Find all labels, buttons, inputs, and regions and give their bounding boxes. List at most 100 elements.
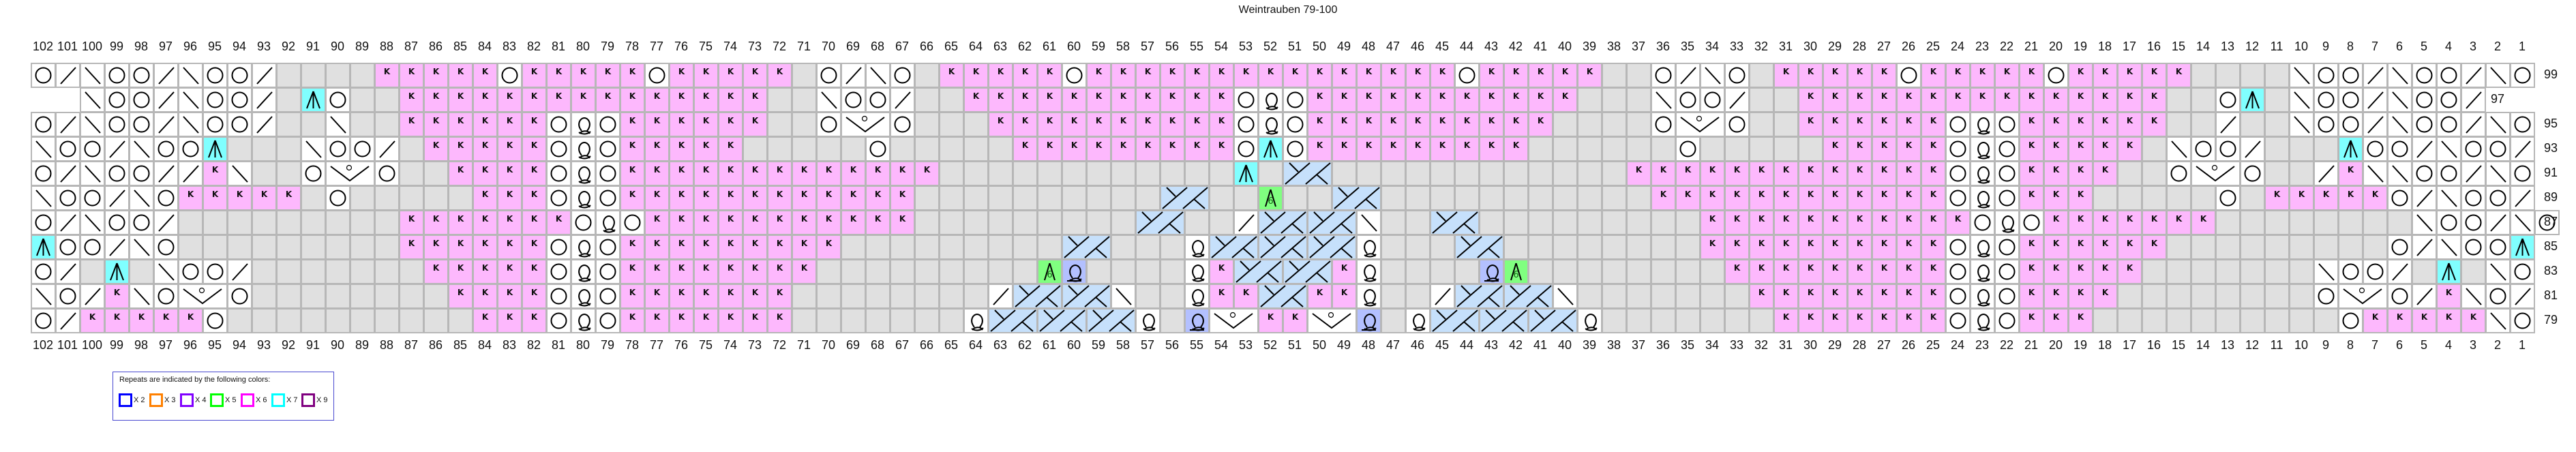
stitch-cell-purl: K [1307, 112, 1332, 137]
column-number-top: 7 [2371, 40, 2378, 53]
stitch-cell-purl: K [718, 210, 743, 235]
stitch-cell-yarn-over [2215, 185, 2241, 211]
stitch-cell-yarn-over [104, 161, 130, 186]
stitch-cell-yarn-over [153, 185, 179, 211]
stitch-cell-purl: K [1062, 87, 1087, 112]
no-stitch-cell [1773, 136, 1799, 162]
stitch-cell-purl: K [1773, 210, 1799, 235]
row-number: 83 [2543, 264, 2558, 277]
stitch-cell-yarn-over [546, 185, 571, 211]
stitch-cell-purl: K [2068, 284, 2093, 309]
column-number-bottom: 72 [772, 338, 787, 352]
stitch-cell-purl: K [1921, 112, 1946, 137]
stitch-cell-purl: K [2019, 112, 2044, 137]
stitch-cell-purl: K [1921, 308, 1946, 333]
purl-label: K [2052, 288, 2060, 297]
purl-label: K [727, 190, 734, 199]
purl-label: K [629, 190, 636, 199]
stitch-cell-purl: K [743, 87, 768, 112]
stitch-cell-ssk [816, 87, 841, 112]
purl-label: K [1341, 263, 1348, 273]
purl-label: K [2445, 288, 2453, 297]
stitch-cell-twisted-knit [1970, 284, 1995, 309]
column-number-top: 27 [1876, 40, 1891, 53]
no-stitch-cell [1503, 210, 1529, 235]
stitch-cell-purl: K [1381, 87, 1406, 112]
column-number-top: 2 [2493, 40, 2501, 53]
purl-label: K [432, 263, 440, 273]
stitch-cell-purl: K [1921, 185, 1946, 211]
stitch-cell-purl: K [1111, 136, 1136, 162]
no-stitch-cell [1135, 235, 1160, 260]
purl-label: K [1488, 91, 1495, 101]
no-stitch-cell [301, 63, 326, 88]
stitch-cell-purl: K [1086, 63, 1111, 88]
stitch-cell-yarn-over [2313, 87, 2339, 112]
column-number-bottom: 37 [1631, 338, 1646, 352]
stitch-cell-k2tog [80, 284, 105, 309]
purl-label: K [457, 140, 464, 150]
stitch-cell-purl: K [1700, 185, 1725, 211]
decrease-count-label: 6 [1047, 270, 1053, 280]
stitch-cell-yarn-over [350, 136, 375, 162]
purl-label: K [481, 190, 489, 199]
purl-label: K [850, 190, 857, 199]
no-stitch-cell [1430, 235, 1455, 260]
stitch-cell-purl: K [1921, 136, 1946, 162]
purl-label: K [2175, 67, 2183, 76]
no-stitch-cell [301, 185, 326, 211]
purl-label: K [1267, 312, 1274, 322]
stitch-cell-ssk [80, 161, 105, 186]
stitch-cell-purl: K [963, 87, 989, 112]
stitch-cell-purl: K [2117, 63, 2142, 88]
stitch-cell-purl: K [1651, 161, 1676, 186]
no-stitch-cell [2264, 235, 2290, 260]
purl-label: K [1930, 165, 1937, 175]
stitch-cell-yarn-over [2338, 308, 2363, 333]
stitch-cell-purl: K [1847, 87, 1872, 112]
column-number-top: 79 [600, 40, 615, 53]
stitch-cell-purl: K [914, 161, 940, 186]
purl-label: K [751, 190, 759, 199]
stitch-cell-yarn-over [546, 235, 571, 260]
purl-label: K [1144, 67, 1152, 76]
no-stitch-cell [816, 284, 841, 309]
column-number-bottom: 74 [723, 338, 738, 352]
stitch-cell-purl: K [816, 235, 841, 260]
purl-label: K [408, 239, 415, 248]
purl-label: K [2077, 263, 2084, 273]
stitch-cell-purl: K [1773, 259, 1799, 284]
no-stitch-cell [301, 308, 326, 333]
stitch-cell-central-double-decrease [104, 259, 130, 284]
stitch-cell-purl: K [497, 185, 522, 211]
no-stitch-cell [939, 136, 964, 162]
stitch-cell-yarn-over [203, 112, 228, 137]
stitch-cell-yarn-over [595, 308, 620, 333]
column-number-bottom: 47 [1386, 338, 1401, 352]
purl-label: K [530, 116, 538, 125]
stitch-cell-purl: K [1773, 63, 1799, 88]
no-stitch-cell [1283, 185, 1308, 211]
purl-label: K [2126, 263, 2133, 273]
stitch-cell-purl: K [473, 63, 498, 88]
stitch-cell-purl: K [1503, 63, 1529, 88]
stitch-cell-yarn-over [2338, 112, 2363, 137]
stitch-cell-purl: K [1847, 210, 1872, 235]
no-stitch-cell [963, 161, 989, 186]
purl-label: K [776, 312, 783, 322]
purl-label: K [1021, 91, 1029, 101]
purl-label: K [1831, 312, 1839, 322]
stitch-cell-yarn-over [178, 136, 203, 162]
stitch-cell-purl: K [2043, 161, 2069, 186]
stitch-cell-purl: K [2068, 210, 2093, 235]
stitch-cell-purl: K [1013, 63, 1038, 88]
column-number-bottom: 15 [2171, 338, 2186, 352]
stitch-cell-yarn-over [2461, 210, 2486, 235]
column-number-top: 55 [1189, 40, 1204, 53]
stitch-cell-ssk [2289, 112, 2314, 137]
stitch-cell-yarn-over [546, 161, 571, 186]
stitch-cell-yarn-over [1454, 63, 1480, 88]
no-stitch-cell [423, 185, 449, 211]
stitch-cell-cable-cross [1307, 235, 1357, 260]
no-stitch-cell [1430, 185, 1455, 211]
